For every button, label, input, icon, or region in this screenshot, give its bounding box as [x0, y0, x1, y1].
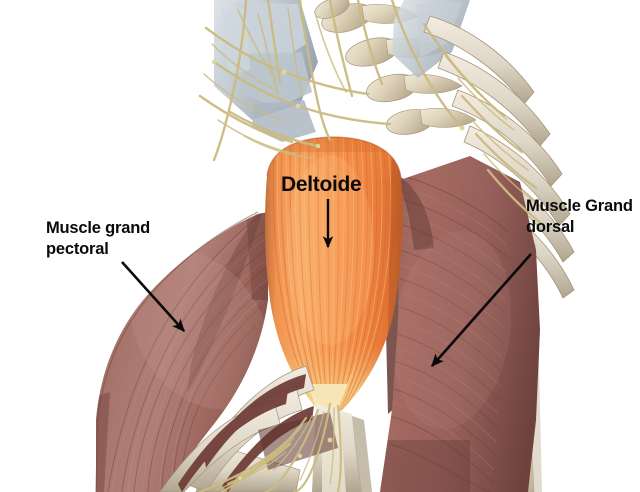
annotation-arrows — [121, 199, 532, 368]
label-muscle-grand-dorsal: Muscle Grand dorsal — [526, 197, 633, 237]
latissimus-dorsi-muscle — [380, 156, 540, 492]
arrow-latissimus — [431, 253, 532, 368]
nerve-network — [198, 0, 544, 492]
label-muscle-grand-pectoral: Muscle grand pectoral — [46, 219, 150, 259]
arrow-pectoralis — [121, 261, 185, 333]
label-deltoide: Deltoide — [281, 173, 362, 196]
